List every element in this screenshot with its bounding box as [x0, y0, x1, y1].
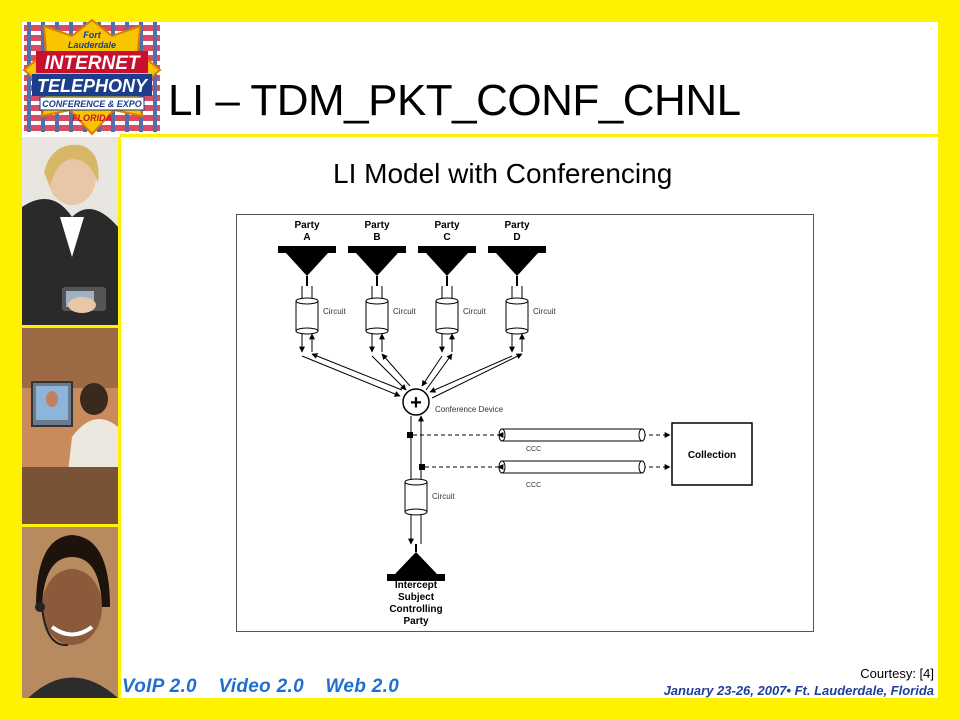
party-c-circuit-label: Circuit — [463, 307, 486, 316]
tap-point-upper — [407, 432, 413, 438]
subject-circuit-icon — [404, 478, 428, 516]
logo-text-telephony: TELEPHONY — [37, 76, 149, 96]
party-b-telephone-icon — [348, 246, 406, 286]
party-a-circuit-icon — [295, 297, 319, 335]
party-c-telephone-icon — [418, 246, 476, 286]
conference-plus-icon — [402, 388, 430, 416]
party-a: Party A Circuit — [278, 220, 346, 353]
subject-label-line2: Subject — [398, 592, 435, 603]
slide-subtitle: LI Model with Conferencing — [333, 158, 673, 189]
party-b-circuit-icon — [365, 297, 389, 335]
party-a-circuit-label: Circuit — [323, 307, 346, 316]
conference-symbol: + — [410, 392, 422, 414]
logo-text-lauderdale: Lauderdale — [68, 40, 116, 50]
frame-top — [0, 0, 960, 22]
party-a-telephone-icon — [278, 246, 336, 286]
li-conference-diagram: Party A Circuit Party B — [236, 214, 814, 632]
logo-internet-band — [36, 51, 148, 73]
footer-event-date: January 23-26, 2007• Ft. Lauderdale, Flo… — [663, 683, 934, 698]
frame-right — [938, 0, 960, 720]
tap-point-lower — [419, 464, 425, 470]
logo-expo-band — [39, 96, 145, 111]
photo-man-computer — [22, 328, 118, 524]
logo-text-fort: Fort — [83, 30, 101, 40]
slide-title: LI – TDM_PKT_CONF_CHNL — [168, 76, 741, 125]
subject-circuit-label: Circuit — [432, 492, 455, 501]
photo-woman-headset — [22, 527, 118, 698]
ccc-pipe-upper-icon — [497, 428, 646, 442]
title-underline — [120, 134, 938, 137]
conference-device: + Conference Device — [402, 388, 504, 416]
photo-woman-handheld — [22, 137, 118, 325]
ccc-pipe-lower-icon — [497, 460, 646, 474]
party-b-circuit-label: Circuit — [393, 307, 416, 316]
party-c-label-top: Party — [434, 220, 459, 231]
logo-text-internet: INTERNET — [45, 53, 141, 74]
party-to-conference-links — [301, 353, 523, 399]
party-c-label-letter: C — [443, 232, 450, 243]
ccc-label-lower: CCC — [526, 482, 541, 489]
conference-device-label: Conference Device — [435, 405, 504, 414]
frame-bottom — [0, 698, 960, 720]
logo-telephony-band — [32, 74, 152, 96]
conference-logo: Fort Lauderdale INTERNET TELEPHONY CONFE… — [22, 18, 162, 136]
frame-left — [0, 0, 22, 720]
courtesy-note: Courtesy: [4] — [860, 666, 934, 681]
party-c: Party C Circuit — [418, 220, 486, 353]
footer-tag-voip: VoIP 2.0 — [122, 676, 197, 697]
party-d-label-letter: D — [513, 232, 520, 243]
party-a-label-letter: A — [303, 232, 310, 243]
ccc-label-upper: CCC — [526, 446, 541, 453]
party-c-circuit-icon — [435, 297, 459, 335]
subject-label-line1: Intercept — [395, 580, 438, 591]
photo-strip — [22, 137, 118, 698]
logo-text-conference-expo: CONFERENCE & EXPO — [42, 99, 142, 109]
party-d-circuit-label: Circuit — [533, 307, 556, 316]
party-b: Party B Circuit — [348, 220, 416, 353]
party-b-label-letter: B — [373, 232, 380, 243]
party-d: Party D Circuit — [488, 220, 556, 353]
subject-label-line4: Party — [403, 616, 428, 627]
subject-label-line3: Controlling — [389, 604, 442, 615]
collection-label: Collection — [688, 450, 736, 461]
collection-box: Collection — [671, 422, 753, 486]
party-d-circuit-icon — [505, 297, 529, 335]
party-a-label-top: Party — [294, 220, 319, 231]
party-d-label-top: Party — [504, 220, 529, 231]
party-d-telephone-icon — [488, 246, 546, 286]
intercept-subject-telephone-icon — [387, 544, 445, 581]
footer-tagline: VoIP 2.0 Video 2.0 Web 2.0 — [122, 676, 415, 698]
footer-tag-web: Web 2.0 — [325, 676, 400, 697]
logo-text-florida: FLORIDA — [72, 113, 112, 123]
frame-sidebar-divider — [118, 137, 121, 698]
footer-tag-video: Video 2.0 — [218, 676, 304, 697]
party-b-label-top: Party — [364, 220, 389, 231]
